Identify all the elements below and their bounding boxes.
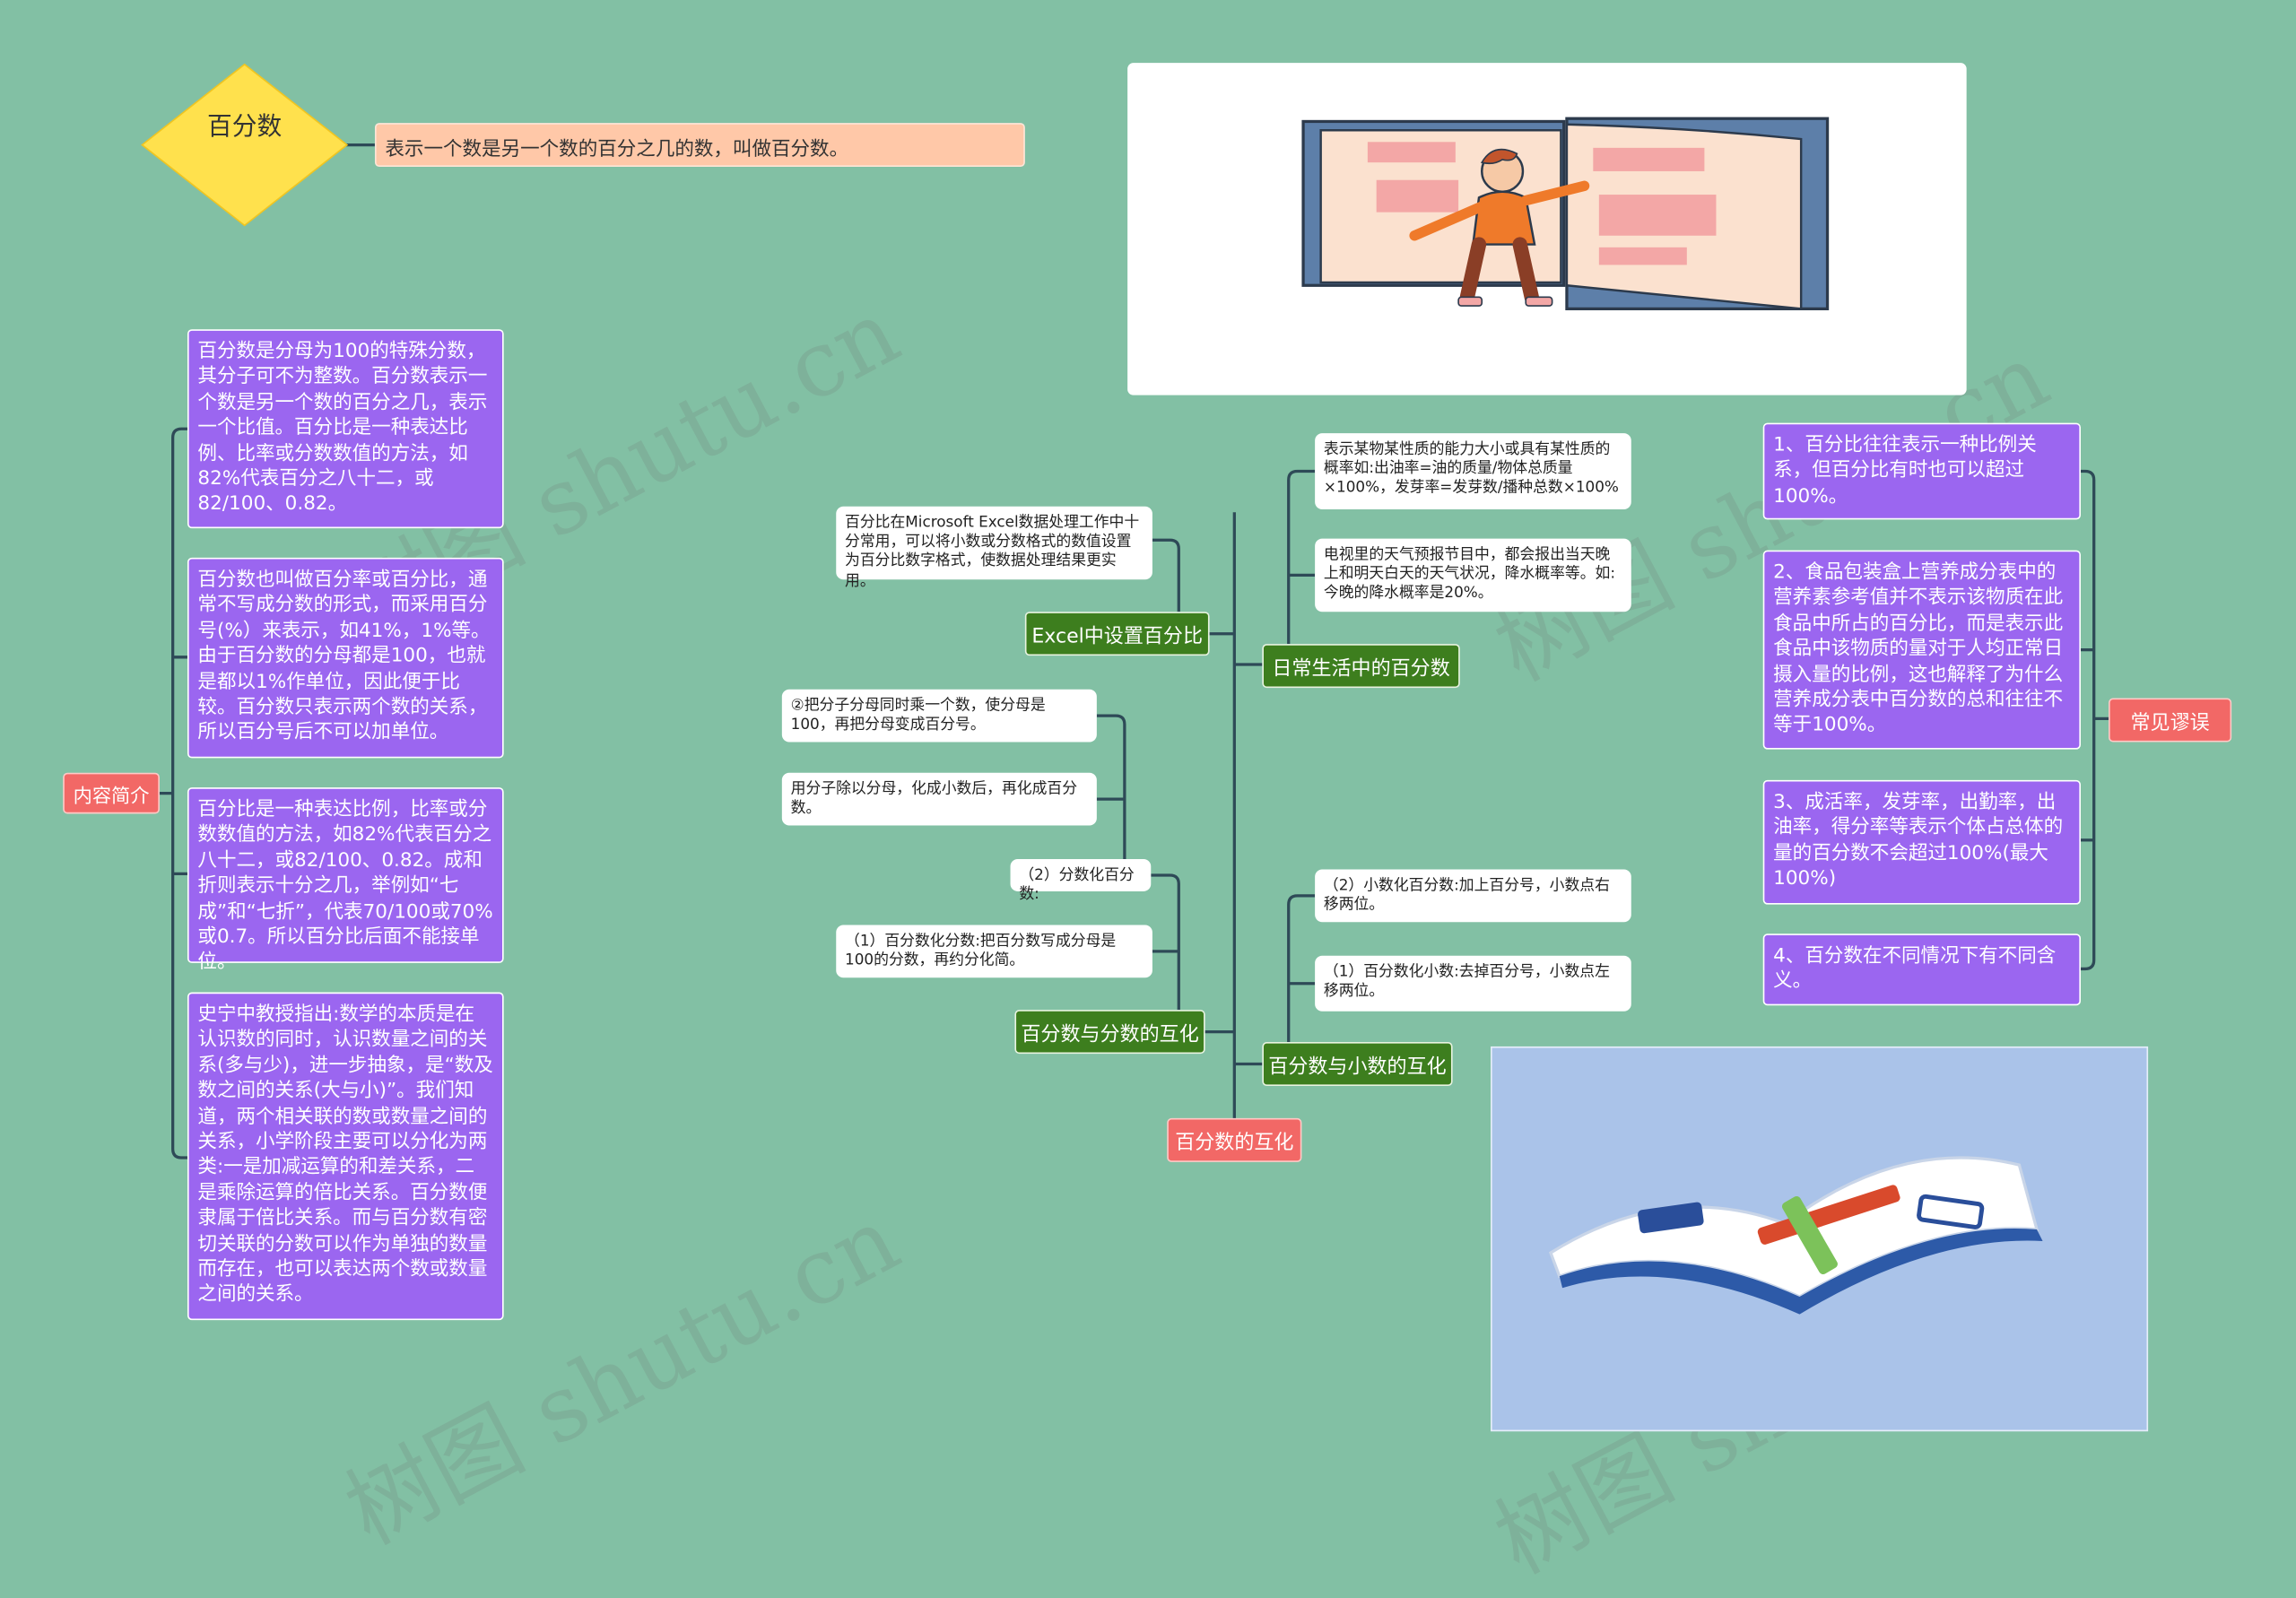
center-node[interactable]: 百分数的互化 <box>1167 1117 1302 1162</box>
fraction-sub1-note-1[interactable]: ②把分子分母同时乘一个数，使分母是100，再把分母变成百分号。 <box>781 689 1097 743</box>
mistake-item-4[interactable]: 4、百分数在不同情况下有不同含义。 <box>1762 934 2081 1006</box>
mistake-item-1[interactable]: 1、百分比往往表示一种比例关系，但百分比有时也可以超过100%。 <box>1762 422 2081 520</box>
mind-map-canvas: 树图 shutu.cn 树图 shutu.cn 树图 shutu.cn 树图 s… <box>63 63 2232 1594</box>
decimal-note-2[interactable]: （1）百分数化小数:去掉百分号，小数点左移两位。 <box>1315 955 1631 1012</box>
book-illustration-card <box>1127 63 1967 395</box>
daily-note-1[interactable]: 表示某物某性质的能力大小或具有某性质的概率如:出油率=油的质量/物体总质量×10… <box>1315 433 1631 509</box>
mistake-item-2[interactable]: 2、食品包装盒上营养成分表中的营养素参考值并不表示该物质在此食品中所占的百分比，… <box>1762 550 2081 750</box>
decimal-note-1[interactable]: （2）小数化百分数:加上百分号，小数点右移两位。 <box>1315 869 1631 923</box>
daily-note-2[interactable]: 电视里的天气预报节目中，都会报出当天晚上和明天白天的天气状况，降水概率等。如:今… <box>1315 538 1631 612</box>
intro-item-2[interactable]: 百分数也叫做百分率或百分比，通常不写成分数的形式，而采用百分号(%）来表示，如4… <box>187 557 504 759</box>
mistakes-label-node[interactable]: 常见谬误 <box>2109 698 2232 743</box>
fraction-sub1-note-2[interactable]: 用分子除以分母，化成小数后，再化成百分数。 <box>781 772 1097 826</box>
decimal-node[interactable]: 百分数与小数的互化 <box>1262 1042 1453 1087</box>
intro-label-node[interactable]: 内容简介 <box>63 772 160 814</box>
root-diamond-shape <box>141 63 349 227</box>
fraction-sub2[interactable]: （1）百分数化分数:把百分数写成分母是100的分数，再约分化简。 <box>836 925 1152 978</box>
book-illustration <box>1301 117 1830 311</box>
excel-note[interactable]: 百分比在Microsoft Excel数据处理工作中十分常用，可以将小数或分数格… <box>836 506 1152 589</box>
connector-lines <box>158 143 2109 1159</box>
intro-item-4[interactable]: 史宁中教授指出:数学的本质是在认识数的同时，认识数量之间的关系(多与少)，进一步… <box>187 992 504 1321</box>
mistake-item-3[interactable]: 3、成活率，发芽率，出勤率，出油率，得分率等表示个体占总体的量的百分数不会超过1… <box>1762 779 2081 905</box>
fraction-sub1[interactable]: （2）分数化百分数: <box>1010 859 1152 903</box>
intro-item-1[interactable]: 百分数是分母为100的特殊分数，其分子可不为整数。百分数表示一个数是另一个数的百… <box>187 329 504 529</box>
notebook-illustration-card <box>1491 1046 2149 1432</box>
intro-item-3[interactable]: 百分比是一种表达比例，比率或分数数值的方法，如82%代表百分之八十二，或82/1… <box>187 787 504 974</box>
notebook-illustration <box>1548 1156 2043 1315</box>
root-title[interactable]: 百分数 <box>207 112 283 143</box>
definition-node[interactable]: 表示一个数是另一个数的百分之几的数，叫做百分数。 <box>374 123 1025 168</box>
daily-node[interactable]: 日常生活中的百分数 <box>1262 644 1460 689</box>
fraction-node[interactable]: 百分数与分数的互化 <box>1014 1010 1205 1055</box>
excel-node[interactable]: Excel中设置百分比 <box>1024 612 1210 656</box>
